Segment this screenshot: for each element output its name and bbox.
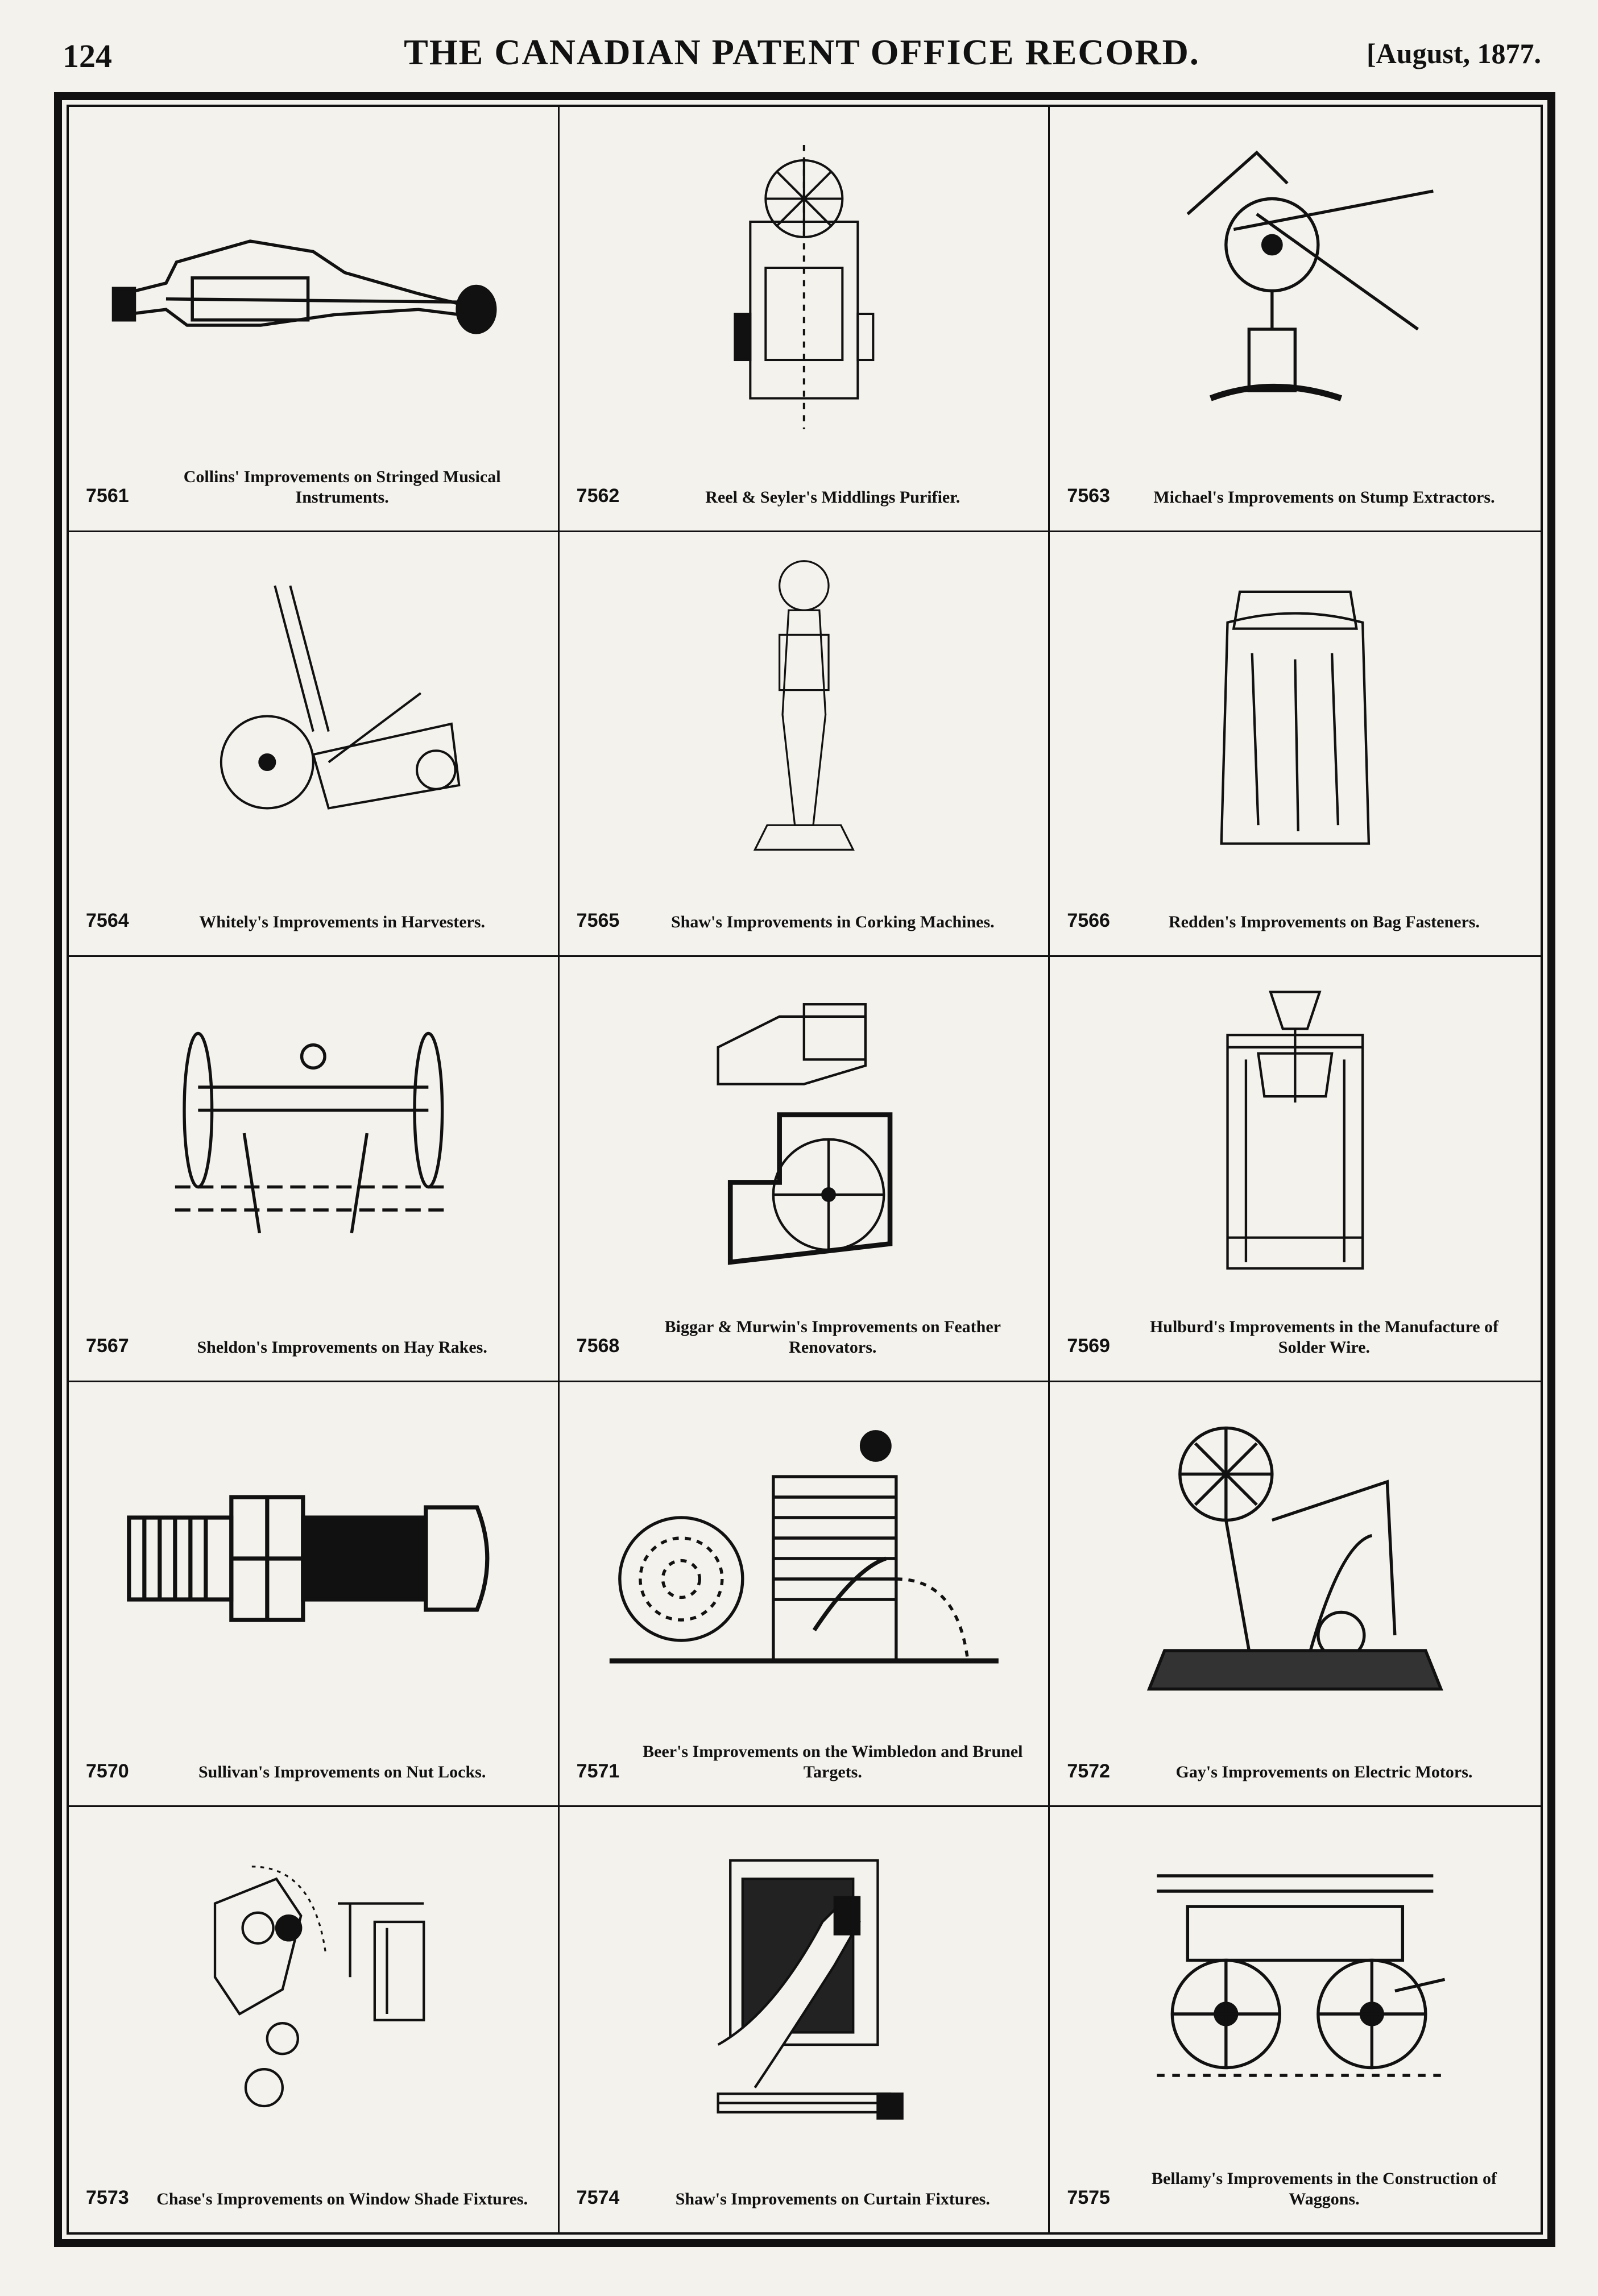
electric-motor-icon xyxy=(1084,1405,1506,1712)
patent-cell: 7561 Collins' Improvements on Stringed M… xyxy=(69,107,560,532)
patent-caption: 7564 Whitely's Improvements in Harvester… xyxy=(86,909,541,933)
patent-caption: 7568 Biggar & Murwin's Improvements on F… xyxy=(577,1317,1032,1358)
patent-number: 7561 xyxy=(86,484,129,507)
shade-fixture-icon xyxy=(103,1830,524,2137)
patent-cell: 7569 Hulburd's Improvements in the Manuf… xyxy=(1050,957,1541,1382)
patent-number: 7566 xyxy=(1067,910,1110,932)
patent-caption: 7570 Sullivan's Improvements on Nut Lock… xyxy=(86,1760,541,1783)
patent-title: Chase's Improvements on Window Shade Fix… xyxy=(156,2189,528,2208)
patent-cell: 7572 Gay's Improvements on Electric Moto… xyxy=(1050,1382,1541,1808)
patent-number: 7571 xyxy=(576,1760,620,1782)
patent-caption: 7562 Reel & Seyler's Middlings Purifier. xyxy=(577,484,1032,508)
patent-caption: 7573 Chase's Improvements on Window Shad… xyxy=(86,2186,541,2210)
page-header: 124 THE CANADIAN PATENT OFFICE RECORD. [… xyxy=(63,31,1541,82)
patent-number: 7564 xyxy=(86,910,129,932)
wagon-icon xyxy=(1084,1830,1506,2137)
patent-caption: 7572 Gay's Improvements on Electric Moto… xyxy=(1067,1760,1524,1783)
patent-cell: 7562 Reel & Seyler's Middlings Purifier. xyxy=(559,107,1050,532)
harvester-icon xyxy=(103,555,524,862)
feather-renovator-icon xyxy=(594,980,1015,1287)
target-icon xyxy=(594,1405,1015,1712)
patent-cell: 7567 Sheldon's Improvements on Hay Rakes… xyxy=(69,957,560,1382)
patent-title: Michael's Improvements on Stump Extracto… xyxy=(1153,487,1495,507)
patent-cell: 7573 Chase's Improvements on Window Shad… xyxy=(69,1807,560,2232)
patent-title: Beer's Improvements on the Wimbledon and… xyxy=(643,1742,1023,1782)
patent-caption: 7574 Shaw's Improvements on Curtain Fixt… xyxy=(577,2186,1032,2210)
patent-cell: 7575 Bellamy's Improvements in the Const… xyxy=(1050,1807,1541,2232)
patent-plate-frame: 7561 Collins' Improvements on Stringed M… xyxy=(54,92,1555,2247)
stump-extractor-icon xyxy=(1084,130,1506,437)
patent-cell: 7565 Shaw's Improvements in Corking Mach… xyxy=(559,532,1050,958)
page-number: 124 xyxy=(63,38,112,74)
patent-number: 7570 xyxy=(86,1760,129,1782)
patent-title: Shaw's Improvements in Corking Machines. xyxy=(670,913,995,932)
patent-caption: 7561 Collins' Improvements on Stringed M… xyxy=(86,467,541,508)
patent-title: Hulburd's Improvements in the Manufactur… xyxy=(1149,1317,1499,1357)
patent-number: 7572 xyxy=(1067,1760,1110,1782)
patent-number: 7574 xyxy=(576,2187,620,2209)
patent-number: 7565 xyxy=(576,910,620,932)
violin-icon xyxy=(103,130,524,437)
patent-title: Sullivan's Improvements on Nut Locks. xyxy=(198,1763,486,1782)
patent-number: 7573 xyxy=(86,2187,129,2209)
patent-title: Reel & Seyler's Middlings Purifier. xyxy=(705,487,961,507)
patent-number: 7562 xyxy=(576,484,620,507)
patent-title: Shaw's Improvements on Curtain Fixtures. xyxy=(675,2189,990,2208)
purifier-machine-icon xyxy=(594,130,1015,437)
patent-cell: 7564 Whitely's Improvements in Harvester… xyxy=(69,532,560,958)
patent-number: 7575 xyxy=(1067,2187,1110,2209)
patent-caption: 7571 Beer's Improvements on the Wimbledo… xyxy=(577,1742,1032,1783)
patent-caption: 7569 Hulburd's Improvements in the Manuf… xyxy=(1067,1317,1524,1358)
patent-number: 7568 xyxy=(576,1335,620,1357)
patent-title: Collins' Improvements on Stringed Musica… xyxy=(183,467,501,507)
issue-date: [August, 1877. xyxy=(1367,38,1541,69)
solder-vessel-icon xyxy=(1084,980,1506,1287)
patent-cell: 7570 Sullivan's Improvements on Nut Lock… xyxy=(69,1382,560,1808)
bag-icon xyxy=(1084,555,1506,862)
patent-caption: 7575 Bellamy's Improvements in the Const… xyxy=(1067,2169,1524,2210)
patent-caption: 7566 Redden's Improvements on Bag Fasten… xyxy=(1067,909,1524,933)
patent-cell: 7563 Michael's Improvements on Stump Ext… xyxy=(1050,107,1541,532)
patent-cell: 7571 Beer's Improvements on the Wimbledo… xyxy=(559,1382,1050,1808)
patent-cell: 7568 Biggar & Murwin's Improvements on F… xyxy=(559,957,1050,1382)
corking-machine-icon xyxy=(594,555,1015,862)
patent-title: Bellamy's Improvements in the Constructi… xyxy=(1152,2169,1497,2208)
curtain-fixture-icon xyxy=(594,1830,1015,2137)
patent-title: Redden's Improvements on Bag Fasteners. xyxy=(1169,913,1480,932)
bolt-nut-icon xyxy=(103,1405,524,1712)
patent-grid: 7561 Collins' Improvements on Stringed M… xyxy=(67,105,1543,2235)
patent-caption: 7565 Shaw's Improvements in Corking Mach… xyxy=(577,909,1032,933)
patent-caption: 7563 Michael's Improvements on Stump Ext… xyxy=(1067,484,1524,508)
patent-title: Gay's Improvements on Electric Motors. xyxy=(1175,1763,1473,1782)
patent-title: Whitely's Improvements in Harvesters. xyxy=(199,913,486,932)
patent-caption: 7567 Sheldon's Improvements on Hay Rakes… xyxy=(86,1335,541,1358)
patent-cell: 7574 Shaw's Improvements on Curtain Fixt… xyxy=(560,1807,1050,2232)
patent-title: Sheldon's Improvements on Hay Rakes. xyxy=(197,1337,487,1357)
publication-title: THE CANADIAN PATENT OFFICE RECORD. xyxy=(404,32,1200,72)
patent-number: 7563 xyxy=(1067,484,1110,507)
patent-number: 7569 xyxy=(1067,1335,1110,1357)
hay-rake-icon xyxy=(103,980,524,1287)
patent-cell: 7566 Redden's Improvements on Bag Fasten… xyxy=(1050,532,1541,958)
patent-number: 7567 xyxy=(86,1335,129,1357)
patent-title: Biggar & Murwin's Improvements on Feathe… xyxy=(664,1317,1001,1357)
